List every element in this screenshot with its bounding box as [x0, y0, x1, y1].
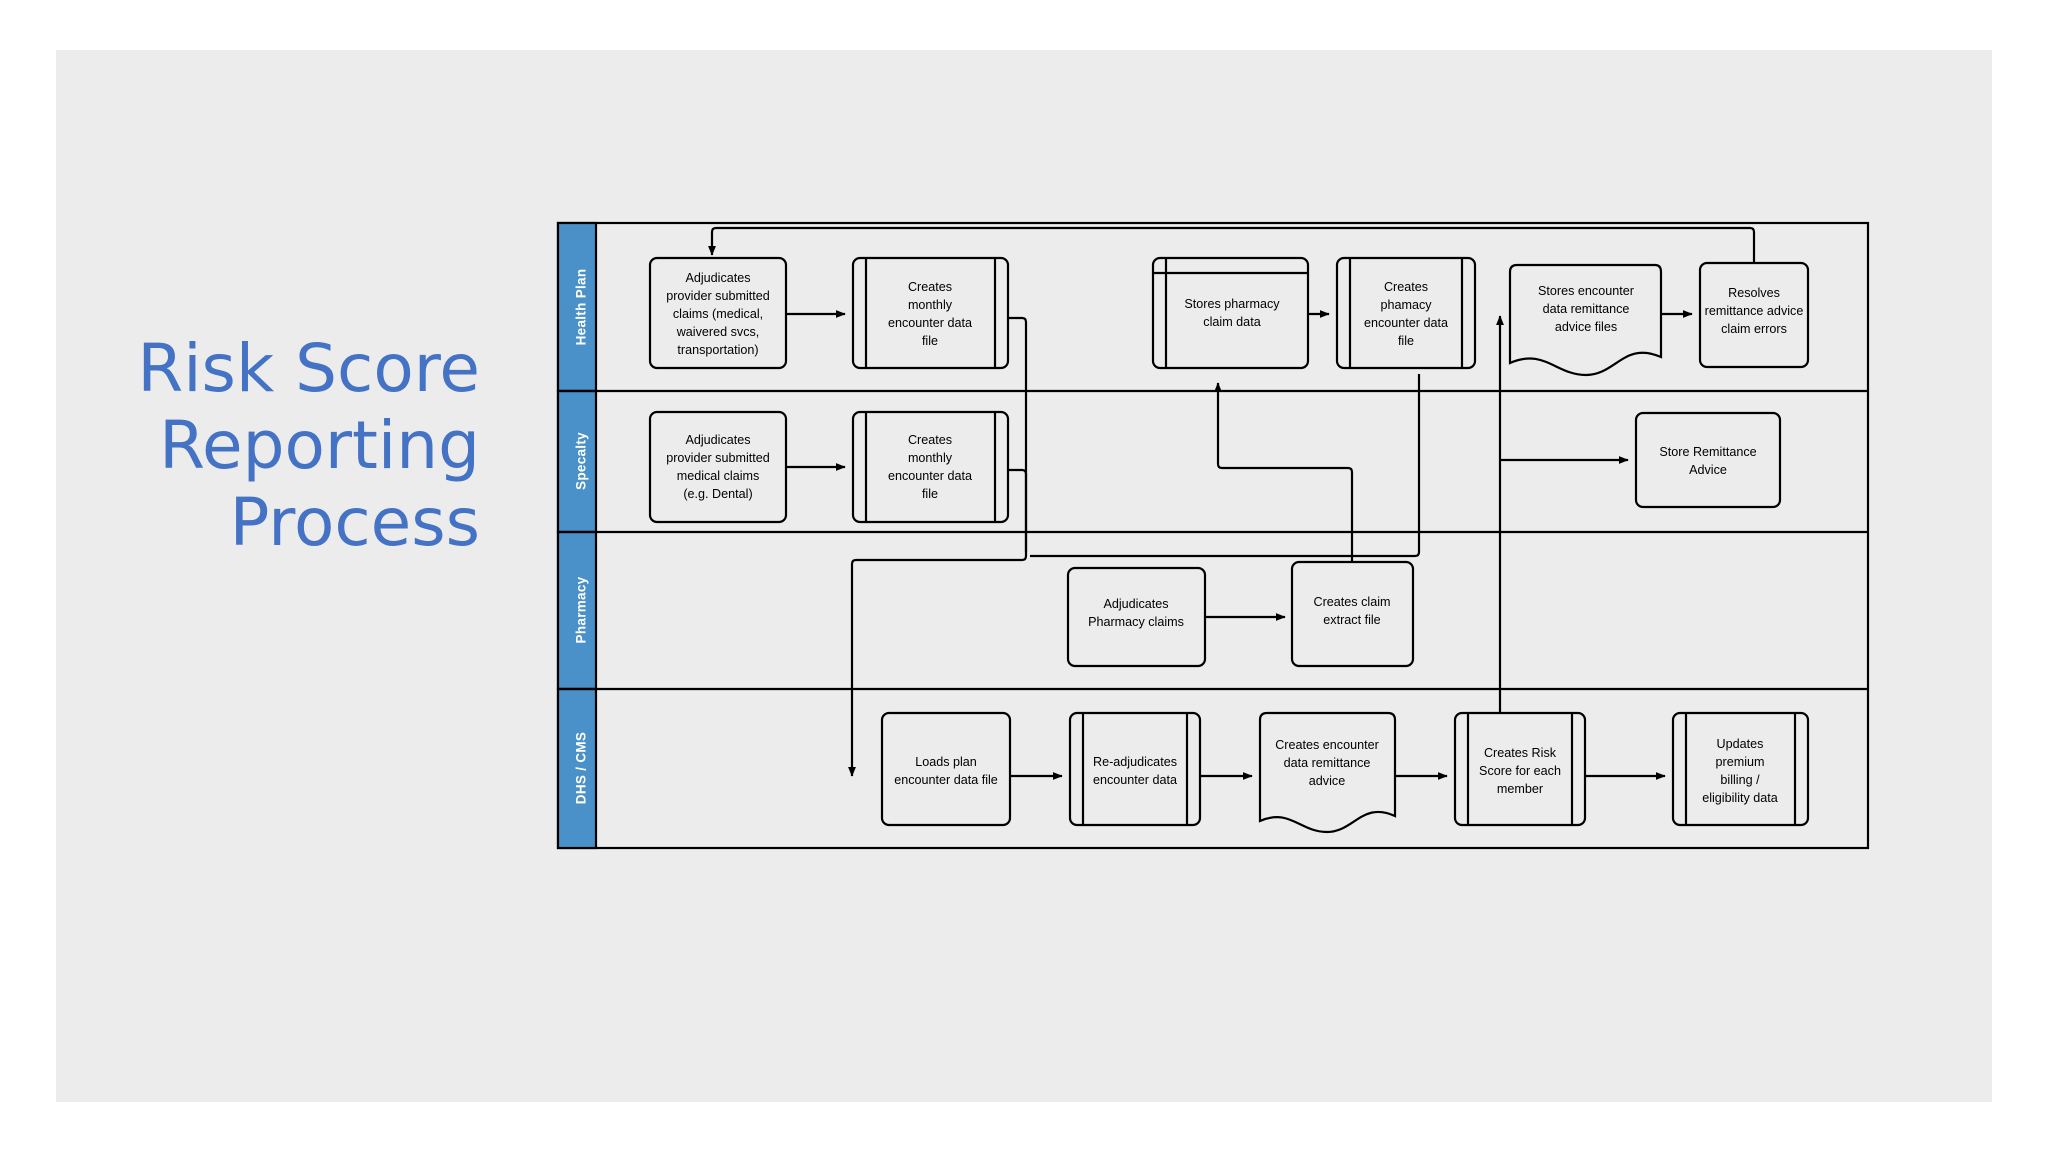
- node-sp3[interactable]: Store Remittance Advice: [1634, 411, 1782, 509]
- node-dc4-line-0: Creates Risk: [1484, 746, 1557, 760]
- lane-header-dhs-cms: [556, 687, 598, 850]
- node-hp3-line-1: claim data: [1203, 315, 1260, 329]
- node-dc4[interactable]: Creates Risk Score for each member: [1453, 711, 1587, 827]
- page-title: Risk Score Reporting Process: [137, 330, 480, 562]
- lane-label-specalty: Specalty: [574, 432, 589, 490]
- node-hp3[interactable]: Stores pharmacy claim data: [1151, 256, 1310, 370]
- node-dc2-line-0: Re-adjudicates: [1093, 755, 1177, 769]
- node-ph1[interactable]: Adjudicates Pharmacy claims: [1066, 566, 1207, 668]
- node-dc5-line-1: premium: [1716, 755, 1765, 769]
- lane-label-dhs-cms: DHS / CMS: [574, 732, 589, 804]
- node-sp1-line-0: Adjudicates: [685, 433, 750, 447]
- node-dc3[interactable]: Creates encounter data remittance advice: [1258, 711, 1397, 834]
- node-dc3-line-2: advice: [1309, 774, 1345, 788]
- node-hp4-line-1: phamacy: [1380, 298, 1432, 312]
- node-hp5-line-1: data remittance: [1543, 302, 1630, 316]
- node-hp1-line-1: provider submitted: [666, 289, 770, 303]
- node-hp4-line-2: encounter data: [1364, 316, 1448, 330]
- connector-hp6-to-hp1: [708, 226, 1756, 263]
- node-dc5[interactable]: Updates premium billing / eligibility da…: [1671, 711, 1810, 827]
- connector-hp4-to-dc1: [1030, 374, 1421, 558]
- node-ph1-line-0: Adjudicates: [1103, 597, 1168, 611]
- lane-header-health-plan: [556, 221, 598, 393]
- node-sp2-line-1: monthly: [908, 451, 953, 465]
- node-dc4-line-1: Score for each: [1479, 764, 1561, 778]
- node-hp1-line-4: transportation): [677, 343, 758, 357]
- node-dc1[interactable]: Loads plan encounter data file: [880, 711, 1012, 827]
- node-dc1-line-0: Loads plan: [915, 755, 977, 769]
- node-dc3-line-1: data remittance: [1284, 756, 1371, 770]
- node-hp5-line-2: advice files: [1555, 320, 1617, 334]
- node-dc1-line-1: encounter data file: [894, 773, 998, 787]
- node-dc2-line-1: encounter data: [1093, 773, 1177, 787]
- node-hp4[interactable]: Creates phamacy encounter data file: [1335, 256, 1477, 370]
- node-hp1-line-0: Adjudicates: [685, 271, 750, 285]
- node-sp2[interactable]: Creates monthly encounter data file: [851, 410, 1010, 524]
- node-sp2-line-0: Creates: [908, 433, 952, 447]
- node-sp1-line-3: (e.g. Dental): [683, 487, 752, 501]
- lane-label-health-plan: Health Plan: [574, 269, 589, 346]
- node-hp1-line-2: claims (medical,: [673, 307, 763, 321]
- node-hp1[interactable]: Adjudicates provider submitted claims (m…: [648, 256, 788, 370]
- connector-sp2-to-dc1: [1008, 468, 1028, 552]
- node-hp2-line-3: file: [922, 334, 938, 348]
- node-hp6[interactable]: Resolves remittance advice claim errors: [1698, 261, 1810, 369]
- node-sp3-line-1: Advice: [1689, 463, 1727, 477]
- node-dc5-line-0: Updates: [1717, 737, 1764, 751]
- connector-ph2-to-hp3: [1214, 382, 1354, 564]
- node-hp6-line-1: remittance advice: [1705, 304, 1804, 318]
- node-hp2-line-2: encounter data: [888, 316, 972, 330]
- node-hp2[interactable]: Creates monthly encounter data file: [851, 256, 1010, 370]
- node-hp6-line-2: claim errors: [1721, 322, 1787, 336]
- node-hp2-line-0: Creates: [908, 280, 952, 294]
- node-sp2-line-2: encounter data: [888, 469, 972, 483]
- node-dc3-line-0: Creates encounter: [1275, 738, 1379, 752]
- node-hp3-line-0: Stores pharmacy: [1184, 297, 1280, 311]
- node-hp1-line-3: waivered svcs,: [676, 325, 760, 339]
- lane-label-pharmacy: Pharmacy: [574, 576, 589, 643]
- node-hp5[interactable]: Stores encounter data remittance advice …: [1508, 263, 1663, 377]
- node-sp1[interactable]: Adjudicates provider submitted medical c…: [648, 410, 788, 524]
- node-ph2[interactable]: Creates claim extract file: [1290, 560, 1415, 668]
- node-dc2[interactable]: Re-adjudicates encounter data: [1068, 711, 1202, 827]
- node-dc5-line-3: eligibility data: [1702, 791, 1778, 805]
- node-hp6-line-0: Resolves: [1728, 286, 1780, 300]
- node-hp4-line-3: file: [1398, 334, 1414, 348]
- node-ph2-line-0: Creates claim: [1314, 595, 1391, 609]
- lane-header-specalty: [556, 389, 598, 534]
- node-hp5-line-0: Stores encounter: [1538, 284, 1634, 298]
- node-hp2-line-1: monthly: [908, 298, 953, 312]
- node-sp2-line-3: file: [922, 487, 938, 501]
- connector-hp2-to-dc1: [848, 316, 1028, 777]
- node-sp3-line-0: Store Remittance: [1659, 445, 1756, 459]
- node-dc5-line-2: billing /: [1720, 773, 1760, 787]
- node-ph2-line-1: extract file: [1323, 613, 1380, 627]
- node-dc4-line-2: member: [1497, 782, 1543, 796]
- node-sp1-line-2: medical claims: [677, 469, 760, 483]
- node-hp4-line-0: Creates: [1384, 280, 1428, 294]
- node-ph1-line-1: Pharmacy claims: [1088, 615, 1184, 629]
- lane-header-pharmacy: [556, 530, 598, 691]
- node-sp1-line-1: provider submitted: [666, 451, 770, 465]
